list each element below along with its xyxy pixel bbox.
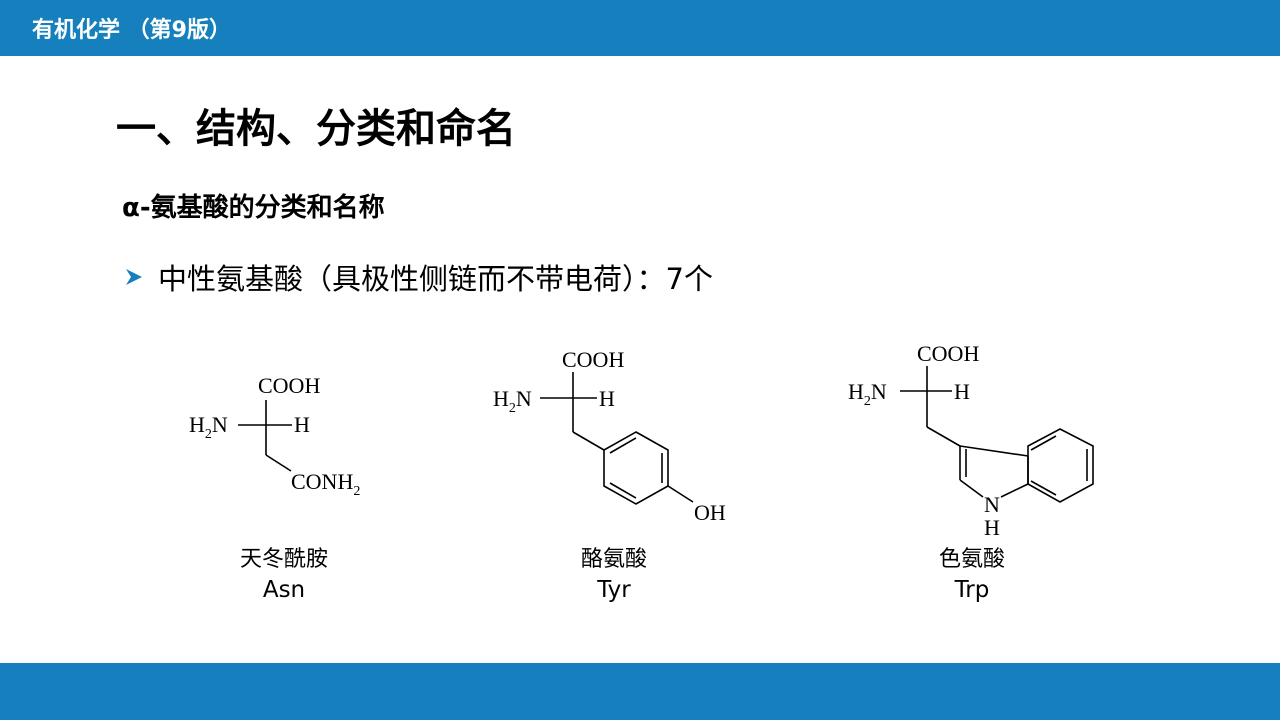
bullet-text: 中性氨基酸（具极性侧链而不带电荷）：7个 (158, 262, 713, 296)
caption-abbr: Tyr (597, 577, 631, 603)
group-amine: H2N (189, 412, 228, 442)
slide-heading: 一、结构、分类和命名 (116, 106, 516, 152)
group-carboxyl: COOH (917, 341, 979, 366)
caption-asparagine: 天冬酰胺 Asn (184, 545, 384, 605)
group-hydrogen: H (954, 379, 970, 404)
slide-subheading: α-氨基酸的分类和名称 (122, 193, 385, 223)
group-hydrogen: H (294, 412, 310, 437)
group-amine: H2N (848, 379, 887, 409)
bullet-item: 中性氨基酸（具极性侧链而不带电荷）：7个 (124, 257, 713, 297)
arrow-right-icon (126, 269, 142, 285)
book-title: 有机化学 （第9版） (32, 18, 231, 43)
caption-name: 色氨酸 (938, 547, 1005, 572)
group-carboxyl: COOH (258, 373, 320, 398)
caption-name: 天冬酰胺 (239, 547, 328, 572)
header-bar: 有机化学 （第9版） (0, 0, 1280, 56)
ring-nitrogen: N (984, 492, 1000, 517)
structure-tryptophan: COOH H2N H N H (845, 330, 1105, 540)
caption-tyrosine: 酪氨酸 Tyr (514, 545, 714, 605)
caption-abbr: Trp (954, 577, 990, 603)
group-hydrogen: H (599, 386, 615, 411)
group-amine: H2N (493, 386, 532, 416)
group-carboxyl: COOH (562, 347, 624, 372)
group-hydroxyl: OH (694, 500, 726, 525)
caption-name: 酪氨酸 (580, 547, 647, 572)
structure-tyrosine: COOH H2N H OH (490, 330, 750, 530)
caption-abbr: Asn (262, 577, 306, 603)
structure-asparagine: COOH H2N H CONH2 (185, 330, 385, 505)
footer-bar (0, 663, 1280, 720)
caption-tryptophan: 色氨酸 Trp (872, 545, 1072, 605)
group-amide: CONH2 (291, 469, 360, 499)
ring-hydrogen: H (984, 515, 1000, 540)
